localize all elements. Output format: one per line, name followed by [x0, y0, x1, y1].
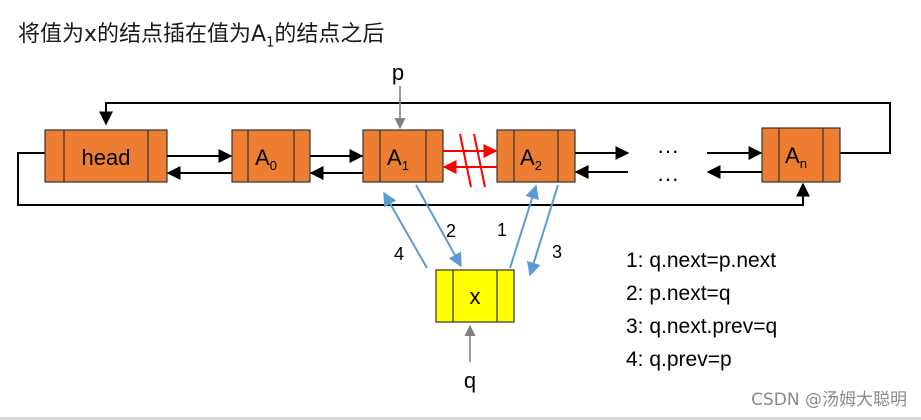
title-text-after: 的结点之后: [274, 22, 385, 47]
node-head: head: [44, 129, 168, 183]
node-head-label: head: [82, 145, 131, 170]
node-a2: A2: [496, 129, 576, 183]
operation-step-2: 2: p.next=q: [626, 282, 731, 305]
operation-step-3: 3: q.next.prev=q: [626, 315, 778, 338]
link-step-4-q-prev: [383, 191, 428, 269]
pointer-q-label: q: [464, 368, 476, 393]
title-text-before: 将值为x的结点插在值为A: [18, 22, 267, 47]
operation-step-4: 4: q.prev=p: [626, 348, 732, 371]
link-step-3-next-prev: [527, 184, 559, 277]
watermark: CSDN @汤姆大聪明: [751, 390, 907, 410]
node-a1-label: A1: [387, 145, 409, 173]
node-an: An: [761, 127, 841, 183]
link-step-1-q-next: [509, 184, 539, 269]
ellipsis-top: ···: [657, 138, 679, 163]
loop-top-link: [99, 102, 891, 154]
pointer-p-label: p: [392, 60, 404, 85]
node-a1: A1: [362, 129, 444, 183]
diagram-title: 将值为x的结点插在值为A1的结点之后: [18, 16, 384, 50]
node-x-label: x: [470, 284, 481, 309]
node-a0: A0: [231, 129, 311, 183]
strike-mark-2: [473, 133, 486, 188]
node-x: x: [435, 269, 515, 323]
node-a2-label: A2: [520, 145, 542, 173]
title-subscript: 1: [266, 35, 275, 51]
step-label-4: 4: [394, 244, 404, 264]
step-label-3: 3: [552, 242, 562, 262]
operations-list: 1: q.next=p.next 2: p.next=q 3: q.next.p…: [626, 244, 777, 376]
ellipsis-bottom: ···: [657, 166, 679, 191]
step-label-1: 1: [497, 220, 507, 240]
loop-bottom-link: [17, 152, 810, 206]
link-step-2-p-next: [415, 184, 462, 268]
strike-mark-1: [459, 133, 472, 188]
operation-step-1: 1: q.next=p.next: [626, 249, 777, 272]
bottom-divider: [0, 417, 921, 420]
step-label-2: 2: [446, 221, 456, 241]
node-a0-label: A0: [255, 145, 277, 173]
node-an-label: An: [785, 143, 807, 171]
